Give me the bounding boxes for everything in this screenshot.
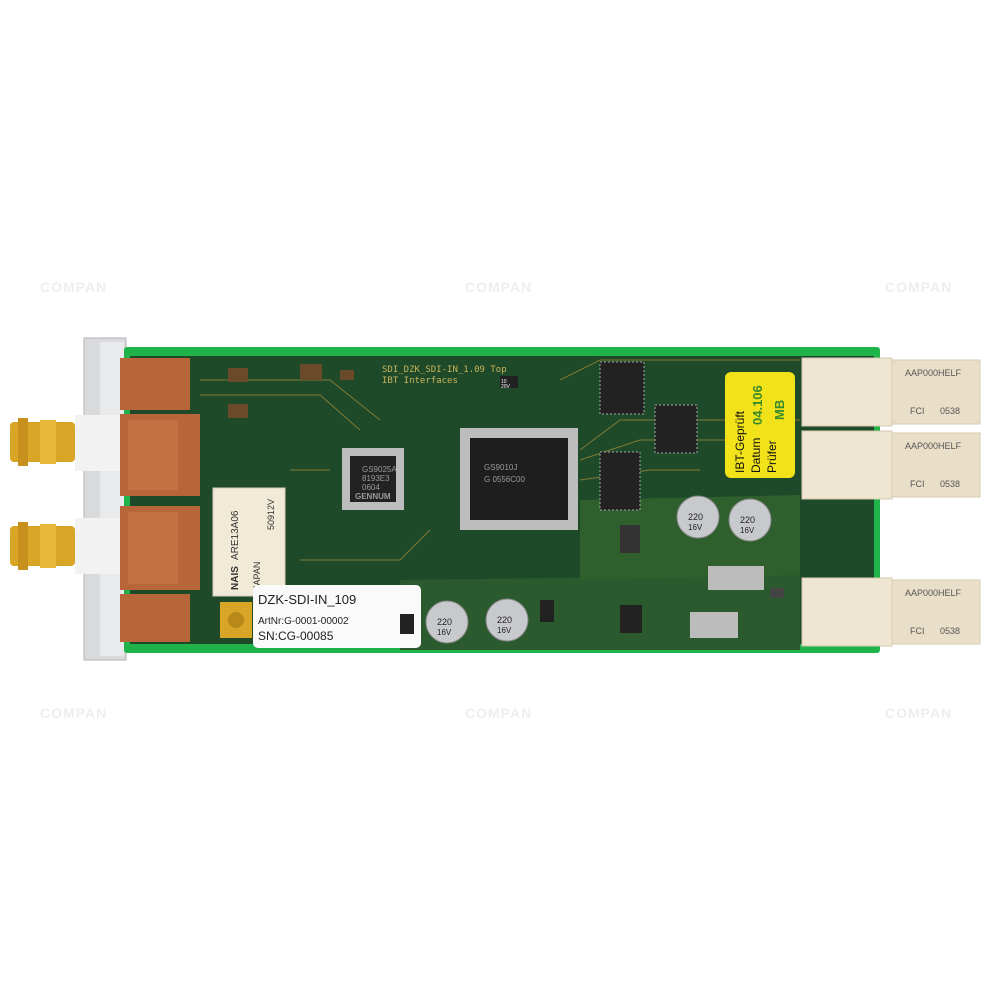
relay: NAIS ARE13A06 JAPAN 50912V <box>212 487 286 597</box>
svg-text:IBT-Geprüft: IBT-Geprüft <box>733 410 747 473</box>
svg-text:COMPAN: COMPAN <box>40 279 107 295</box>
svg-text:220: 220 <box>688 512 703 522</box>
tantalum-capacitor: 10 20V <box>500 376 518 390</box>
svg-text:FCI: FCI <box>910 406 925 416</box>
silkscreen-company: IBT Interfaces <box>382 376 458 386</box>
main-chip: GS9010J G 0556C00 <box>460 428 578 530</box>
svg-text:COMPAN: COMPAN <box>40 705 107 721</box>
svg-text:10: 10 <box>501 379 507 385</box>
edge-connector: AAP000HELF FCI 0538 <box>801 357 981 427</box>
svg-text:220: 220 <box>437 617 452 627</box>
watermark: COMPAN COMPAN COMPAN COMPAN COMPAN COMPA… <box>40 279 952 721</box>
svg-text:GENNUM: GENNUM <box>355 492 391 501</box>
svg-text:DZK-SDI-IN_109: DZK-SDI-IN_109 <box>258 592 356 607</box>
svg-text:16V: 16V <box>688 523 703 532</box>
svg-text:8193E3: 8193E3 <box>362 474 390 483</box>
svg-text:0538: 0538 <box>940 626 960 636</box>
copper-shield <box>120 358 200 642</box>
svg-text:GS9010J: GS9010J <box>484 463 517 472</box>
edge-connector: AAP000HELF FCI 0538 <box>801 577 981 647</box>
svg-text:FCI: FCI <box>910 479 925 489</box>
svg-text:JAPAN: JAPAN <box>252 562 262 590</box>
svg-text:AAP000HELF: AAP000HELF <box>905 588 962 598</box>
svg-text:G 0556C00: G 0556C00 <box>484 475 525 484</box>
svg-text:16V: 16V <box>497 626 512 635</box>
svg-text:220: 220 <box>740 515 755 525</box>
bnc-connector-bottom <box>10 518 125 574</box>
logic-chip <box>599 361 698 511</box>
svg-text:ArtNr:G-0001-00002: ArtNr:G-0001-00002 <box>258 616 349 627</box>
silkscreen-board-name: SDI_DZK_SDI-IN_1.09 Top <box>382 365 507 375</box>
svg-text:GS9025A: GS9025A <box>362 465 397 474</box>
svg-text:Datum: Datum <box>749 438 763 473</box>
svg-text:Prüfer: Prüfer <box>765 440 779 473</box>
svg-text:ARE13A06: ARE13A06 <box>230 510 241 560</box>
edge-connector: AAP000HELF FCI 0538 <box>801 430 981 500</box>
product-label: DZK-SDI-IN_109 ArtNr:G-0001-00002 SN:CG-… <box>253 585 421 648</box>
svg-text:COMPAN: COMPAN <box>885 705 952 721</box>
svg-text:COMPAN: COMPAN <box>885 279 952 295</box>
svg-text:50912V: 50912V <box>266 499 276 530</box>
svg-text:220: 220 <box>497 615 512 625</box>
svg-text:AAP000HELF: AAP000HELF <box>905 368 962 378</box>
svg-text:16V: 16V <box>437 628 452 637</box>
inspection-label: IBT-Geprüft Datum Prüfer 04.106 MB <box>725 372 795 478</box>
svg-text:16V: 16V <box>740 526 755 535</box>
electrolytic-capacitor: 220 16V <box>676 495 720 539</box>
svg-text:AAP000HELF: AAP000HELF <box>905 441 962 451</box>
svg-text:0604: 0604 <box>362 483 380 492</box>
svg-text:04.106: 04.106 <box>750 385 765 425</box>
bnc-connector-top <box>10 415 125 471</box>
svg-text:FCI: FCI <box>910 626 925 636</box>
svg-text:0538: 0538 <box>940 406 960 416</box>
svg-text:COMPAN: COMPAN <box>465 705 532 721</box>
smd-components <box>228 364 784 638</box>
svg-text:NAIS: NAIS <box>230 566 241 590</box>
electrolytic-capacitor: 220 16V <box>485 598 529 642</box>
svg-text:MB: MB <box>772 400 787 420</box>
svg-text:SN:CG-00085: SN:CG-00085 <box>258 629 334 643</box>
gennum-chip: GS9025A 8193E3 0604 GENNUM <box>342 448 404 510</box>
electrolytic-capacitor: 220 16V <box>425 600 469 644</box>
svg-text:0538: 0538 <box>940 479 960 489</box>
electrolytic-capacitor: 220 16V <box>728 498 772 542</box>
svg-text:20V: 20V <box>501 384 511 390</box>
svg-text:COMPAN: COMPAN <box>465 279 532 295</box>
